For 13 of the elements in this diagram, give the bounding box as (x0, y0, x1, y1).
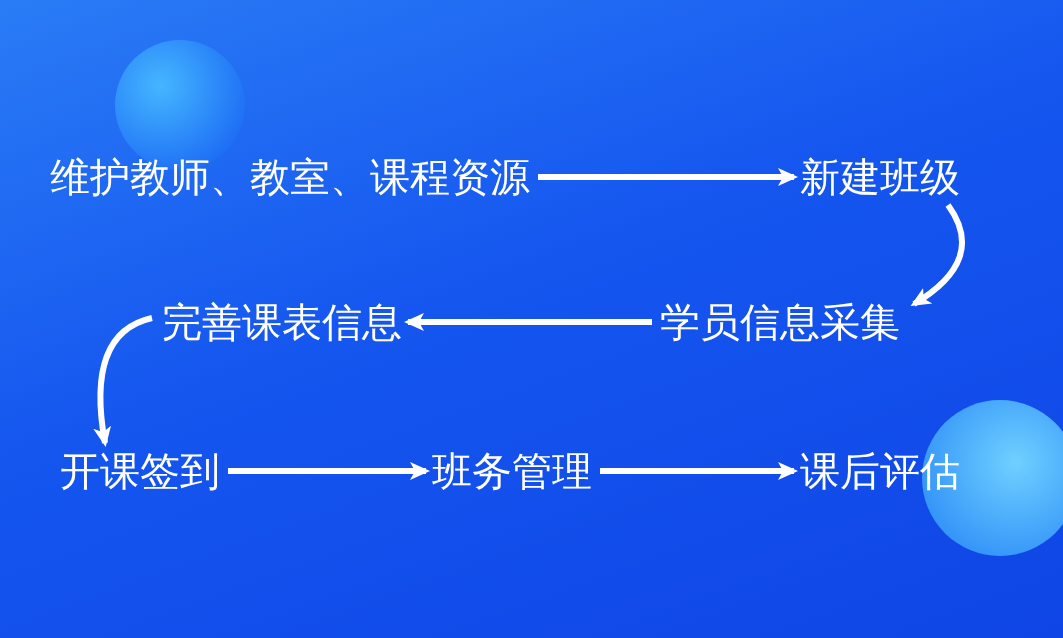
arrow (600, 462, 798, 480)
arrow (910, 203, 965, 307)
arrow (228, 462, 430, 480)
arrow (404, 313, 652, 331)
step-label: 完善课表信息 (162, 298, 402, 346)
arrow (93, 315, 153, 447)
step-label: 维护教师、教室、课程资源 (50, 153, 530, 201)
arrow (538, 168, 798, 186)
step-label: 新建班级 (800, 153, 960, 201)
step-label: 课后评估 (800, 447, 960, 495)
step-label: 学员信息采集 (660, 298, 900, 346)
step-label: 班务管理 (432, 447, 592, 495)
step-label: 开课签到 (60, 447, 220, 495)
